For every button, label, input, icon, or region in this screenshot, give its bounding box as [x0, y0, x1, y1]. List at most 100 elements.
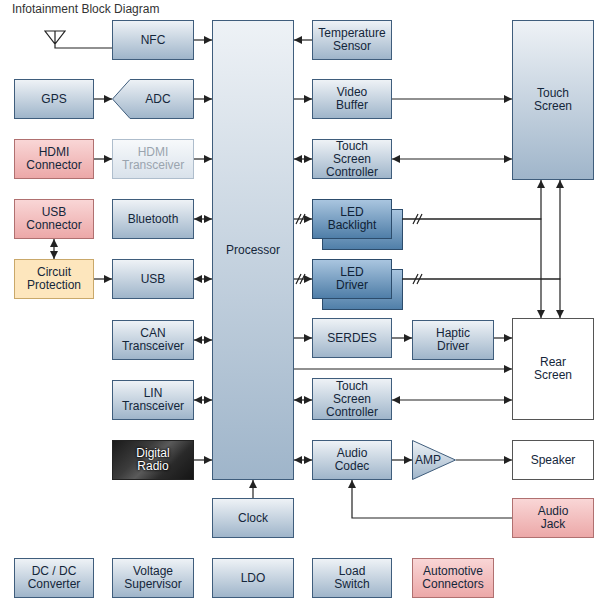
block-box: Voltage Supervisor — [112, 558, 194, 598]
block-box: ADC — [112, 79, 194, 119]
block-label: USB Connector — [23, 206, 85, 232]
block-label: HDMI Transceiver — [122, 146, 184, 172]
block-box: Rear Screen — [512, 318, 594, 420]
block-label: Processor — [226, 244, 280, 257]
connector — [392, 337, 412, 338]
connector — [94, 98, 112, 99]
block-label: LIN Transceiver — [120, 387, 186, 413]
connector — [194, 39, 212, 40]
block-label: Voltage Supervisor — [120, 565, 186, 591]
block-label: DC / DC Converter — [23, 565, 85, 591]
block-box: Haptic Driver — [412, 320, 494, 360]
block-box: CAN Transceiver — [112, 320, 194, 360]
connector — [194, 98, 212, 99]
antenna-symbol — [45, 31, 112, 48]
adc-outline — [113, 80, 194, 119]
block-label: Speaker — [531, 454, 576, 467]
connector — [494, 337, 512, 338]
block-label: Clock — [238, 512, 268, 525]
block-box: Clock — [212, 498, 294, 538]
block-label: NFC — [141, 34, 166, 47]
block-box: AMP — [412, 440, 456, 480]
connector — [294, 158, 312, 159]
block-label: Audio Codec — [321, 447, 383, 473]
block-label: GPS — [41, 93, 66, 106]
connector — [402, 279, 560, 318]
connector — [402, 180, 541, 219]
block-box: Load Switch — [312, 558, 392, 598]
connector — [392, 399, 512, 400]
block-label: HDMI Connector — [23, 146, 85, 172]
block-label: LED Backlight — [321, 206, 383, 232]
block-label: Rear Screen — [522, 356, 584, 382]
block-label: SERDES — [327, 332, 376, 345]
block-label: USB — [141, 273, 166, 286]
block-box: Temperature Sensor — [312, 20, 392, 60]
amplifier-outline — [413, 441, 456, 480]
block-box: HDMI Connector — [14, 139, 94, 179]
block-box: Digital Radio — [112, 440, 194, 480]
connector — [294, 399, 312, 400]
block-label: Automotive Connectors — [417, 565, 489, 591]
block-box: USB Connector — [14, 199, 94, 239]
block-box: Audio Codec — [312, 440, 392, 480]
connector — [392, 158, 512, 159]
connector — [94, 158, 112, 159]
block-box: Video Buffer — [312, 79, 392, 119]
block-label: Video Buffer — [321, 86, 383, 112]
block-box: USB — [112, 259, 194, 299]
block-label: LDO — [241, 572, 266, 585]
connector — [194, 218, 212, 219]
connector — [352, 480, 512, 518]
connector — [294, 98, 312, 99]
block-label: AMP — [415, 454, 441, 467]
block-box: Audio Jack — [512, 498, 594, 538]
block-box: Touch Screen — [512, 20, 594, 180]
block-box: DC / DC Converter — [14, 558, 94, 598]
connector — [402, 180, 560, 279]
connector — [94, 278, 112, 279]
connector — [294, 337, 312, 338]
connector — [294, 39, 312, 40]
connector — [53, 239, 54, 259]
block-box: LED Driver — [312, 259, 392, 299]
connector — [392, 98, 512, 99]
connector — [194, 158, 212, 159]
connector — [194, 459, 212, 460]
connector — [194, 399, 212, 400]
connector — [294, 368, 512, 369]
block-box: LED Backlight — [312, 199, 392, 239]
block-label: LED Driver — [328, 266, 376, 292]
connector — [402, 219, 541, 318]
block-box: Speaker — [512, 440, 594, 480]
block-box: Automotive Connectors — [412, 558, 494, 598]
block-label: Circuit Protection — [23, 266, 85, 292]
block-label: Touch Screen — [522, 87, 584, 113]
block-label: Touch Screen Controller — [321, 140, 383, 179]
block-label: CAN Transceiver — [120, 327, 186, 353]
connector — [194, 339, 212, 340]
block-label: Digital Radio — [122, 447, 184, 473]
connector — [194, 278, 212, 279]
block-box: Processor — [212, 20, 294, 480]
connector — [294, 218, 312, 219]
connector — [252, 480, 253, 498]
connector — [456, 459, 512, 460]
block-box: NFC — [112, 20, 194, 60]
block-box: GPS — [14, 79, 94, 119]
block-box: Circuit Protection — [14, 259, 94, 299]
block-label: Bluetooth — [128, 213, 179, 226]
block-label: Load Switch — [328, 565, 376, 591]
block-box: Touch Screen Controller — [312, 139, 392, 179]
block-label: Touch Screen Controller — [321, 380, 383, 419]
block-label: Haptic Driver — [422, 327, 484, 353]
connector — [294, 459, 312, 460]
diagram-title: Infotainment Block Diagram — [12, 2, 159, 16]
block-box: HDMI Transceiver — [112, 139, 194, 179]
block-label: ADC — [145, 93, 170, 106]
block-label: Audio Jack — [529, 505, 577, 531]
block-box: Touch Screen Controller — [312, 378, 392, 420]
block-box: LDO — [212, 558, 294, 598]
